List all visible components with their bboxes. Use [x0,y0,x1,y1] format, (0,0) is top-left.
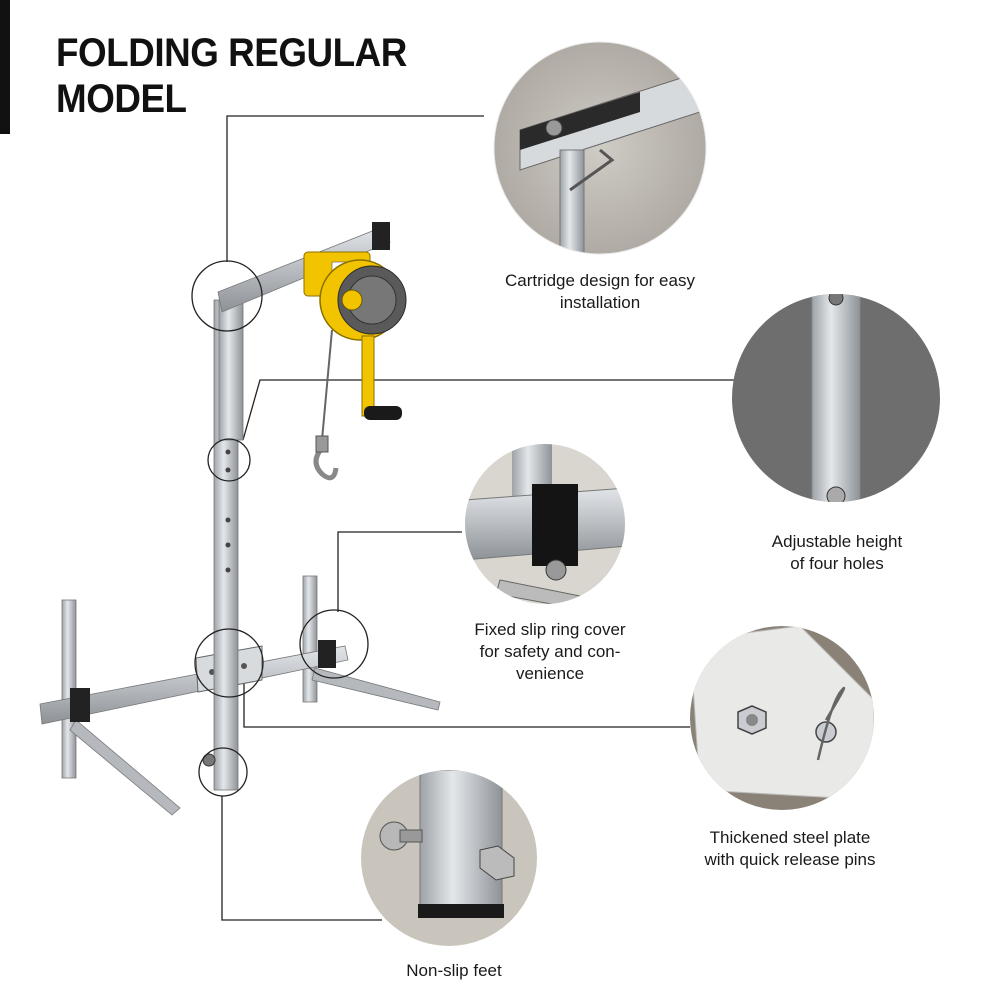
detail-feet-image [361,770,537,946]
caption-cartridge-line-2: installation [559,293,641,312]
caption-slip-ring-line-1: Fixed slip ring cover [474,620,626,639]
highlight-feet [198,747,248,797]
caption-steel-plate-line-2: with quick release pins [704,850,876,869]
caption-slip-ring-line-3: venience [515,664,585,683]
caption-steel-plate-line-1: Thickened steel plate [709,828,871,847]
title-line-1: FOLDING REGULAR [56,31,407,75]
detail-slip-ring-image [465,444,625,604]
highlight-steel-plate [194,628,264,698]
page-title: FOLDING REGULAR MODEL [56,30,407,122]
detail-cartridge-image [494,42,706,254]
caption-slip-ring: Fixed slip ring cover for safety and con… [445,619,655,685]
winch [303,251,407,481]
highlight-slip-ring [299,609,369,679]
detail-steel-plate-image [690,626,874,810]
detail-height-image [732,294,940,502]
callout-line-slip-ring [337,531,462,612]
highlight-height [207,438,251,482]
caption-cartridge-line-1: Cartridge design for easy [505,271,695,290]
callout-lines [221,115,734,921]
caption-steel-plate: Thickened steel plate with quick release… [680,827,900,871]
caption-height-line-1: Adjustable height [771,532,903,551]
highlight-cartridge [191,260,263,332]
caption-cartridge: Cartridge design for easy installation [480,270,720,314]
caption-height-line-2: of four holes [790,554,884,573]
callout-line-height [242,379,734,441]
title-line-2: MODEL [56,77,187,121]
highlight-circles [191,260,369,797]
caption-slip-ring-line-2: for safety and con- [479,642,621,661]
caption-feet: Non-slip feet [374,960,534,982]
callout-line-cartridge [226,115,484,262]
callout-line-steel-plate [243,683,690,728]
callout-line-feet [221,796,382,921]
crane-frame [39,222,441,816]
title-accent-bar [0,0,10,134]
caption-height: Adjustable height of four holes [737,531,937,575]
caption-feet-line-1: Non-slip feet [406,961,502,980]
